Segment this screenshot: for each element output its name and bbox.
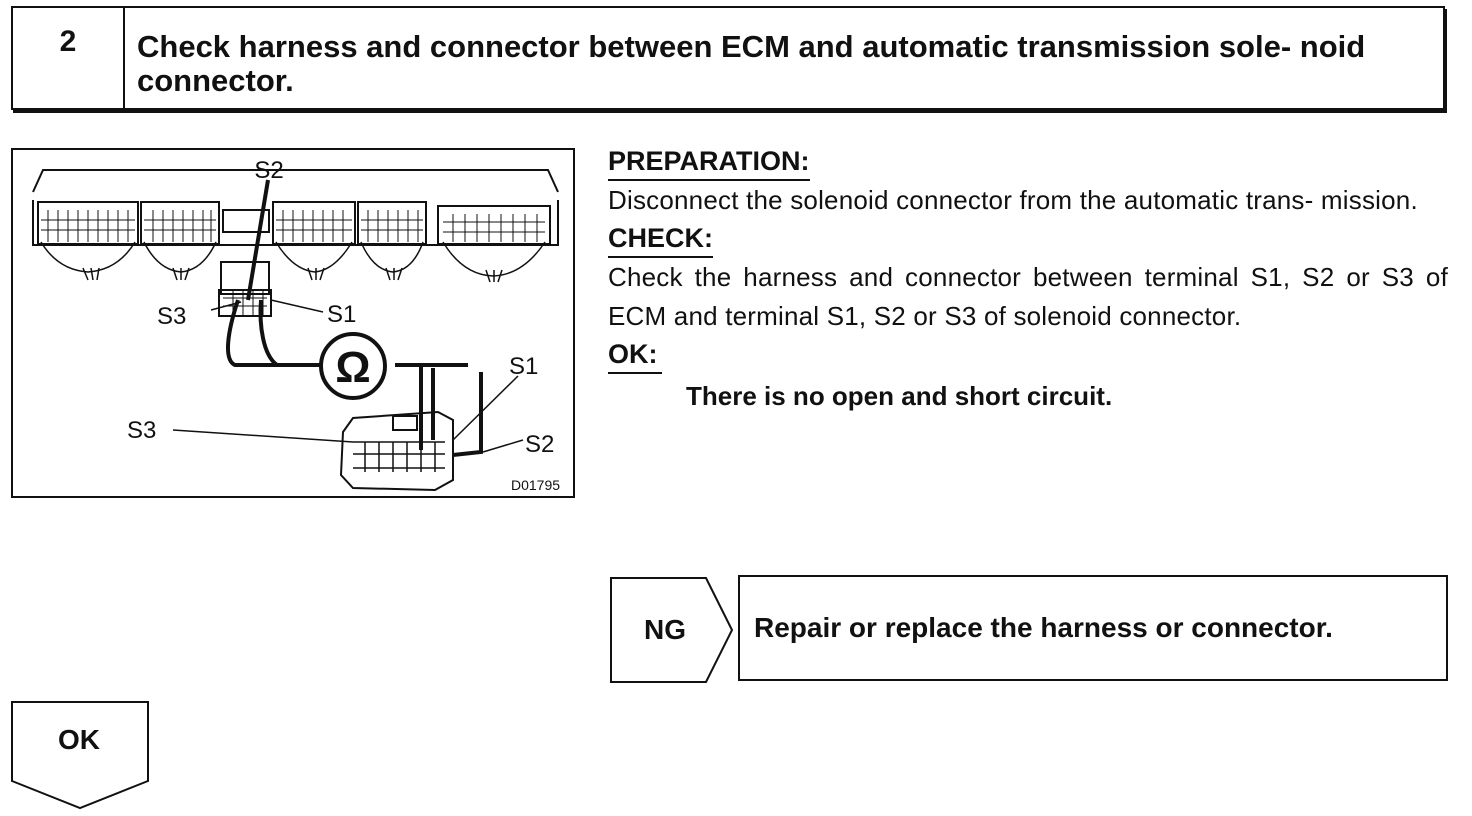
instruction-panel: PREPARATION: Disconnect the solenoid con… [608, 143, 1448, 416]
label-s2-top: S2 [254, 157, 283, 184]
ng-action-box: Repair or replace the harness or connect… [738, 575, 1448, 681]
ng-label: NG [644, 614, 686, 645]
step-header: 2 Check harness and connector between EC… [11, 6, 1445, 110]
step-number: 2 [13, 8, 125, 108]
ng-arrow-box [610, 577, 734, 683]
label-s3-lower: S3 [127, 417, 156, 444]
check-heading: CHECK: [608, 220, 713, 258]
connector-diagram: Ω S2 S3 S1 S1 S3 S2 D01795 [11, 148, 575, 498]
connector-diagram-art: Ω S2 S3 S1 S1 S3 S2 D01795 [32, 157, 560, 493]
ok-label: OK [58, 724, 100, 755]
ecm-connector-pins [41, 210, 545, 242]
label-s3-left: S3 [157, 303, 186, 330]
ecm-test-connector [218, 261, 272, 317]
solenoid-connector [339, 410, 454, 492]
ohm-symbol: Ω [335, 343, 370, 392]
label-s1-right: S1 [509, 353, 538, 380]
preparation-text: Disconnect the solenoid connector from t… [608, 185, 1418, 215]
ok-result: There is no open and short circuit. [686, 381, 1113, 411]
label-s2-right: S2 [525, 431, 554, 458]
ohmmeter: Ω [319, 332, 387, 400]
wire-bundles [40, 241, 546, 283]
preparation-heading: PREPARATION: [608, 143, 810, 181]
check-text: Check the harness and connector between … [608, 262, 1448, 331]
ok-heading: OK: [608, 336, 662, 374]
probe-wires [226, 179, 483, 457]
ecm-unit [32, 169, 559, 246]
figure-id: D01795 [511, 477, 560, 493]
ok-arrow-box [11, 701, 149, 810]
label-s1-mid: S1 [327, 301, 356, 328]
ng-action-text: Repair or replace the harness or connect… [754, 612, 1333, 643]
step-title: Check harness and connector between ECM … [137, 29, 1366, 98]
leader-lines [172, 299, 524, 453]
